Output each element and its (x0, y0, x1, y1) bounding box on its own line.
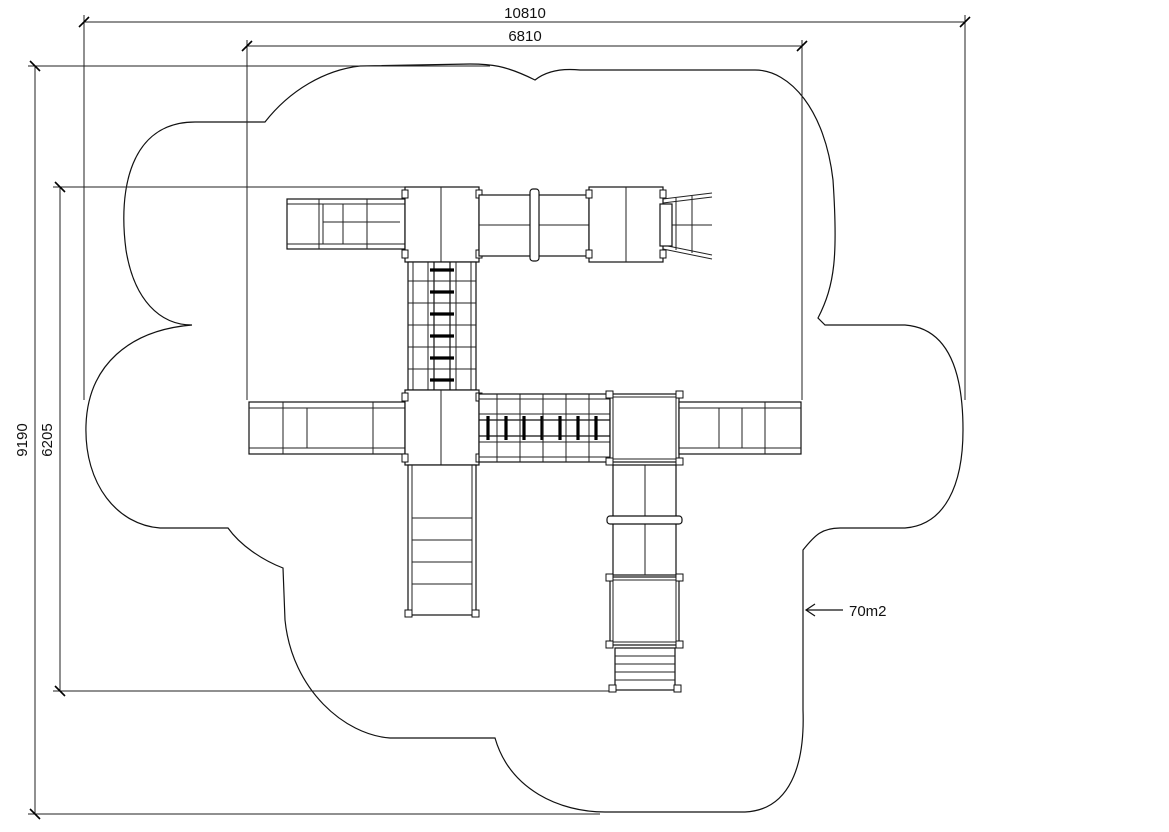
step-ladder-lower-left (404, 464, 480, 618)
dimension-label-inner-width: 6810 (508, 28, 541, 45)
tower-platform-top-left (401, 186, 483, 263)
top-right-ladder (659, 192, 713, 260)
tower-square-center-right (605, 390, 684, 466)
dimension-label-overall-height: 9190 (14, 423, 31, 456)
dimension-inner-height: 6205 (39, 181, 615, 697)
area-annotation: 70m2 (804, 603, 887, 620)
net-bridge-horizontal (478, 393, 611, 463)
entry-steps-lower-right (608, 647, 682, 693)
tube-tunnel-lower-right (606, 464, 683, 576)
top-left-slide (286, 198, 406, 250)
dimension-label-inner-height: 6205 (39, 423, 56, 456)
tube-tunnel-top (478, 188, 590, 262)
net-bridge-vertical (407, 261, 477, 391)
safety-zone-outline (85, 63, 964, 813)
dimension-label-overall-width: 10810 (504, 5, 546, 22)
dimension-overall-height: 9190 (14, 60, 600, 820)
tower-platform-center (401, 389, 483, 466)
area-label: 70m2 (849, 603, 887, 620)
right-slide (678, 401, 802, 455)
dimension-overall-width: 10810 (78, 5, 971, 400)
tower-square-lower-right (605, 573, 684, 649)
tower-platform-top-right (585, 186, 667, 263)
left-slide (248, 401, 406, 455)
dimension-inner-width: 6810 (241, 28, 808, 400)
